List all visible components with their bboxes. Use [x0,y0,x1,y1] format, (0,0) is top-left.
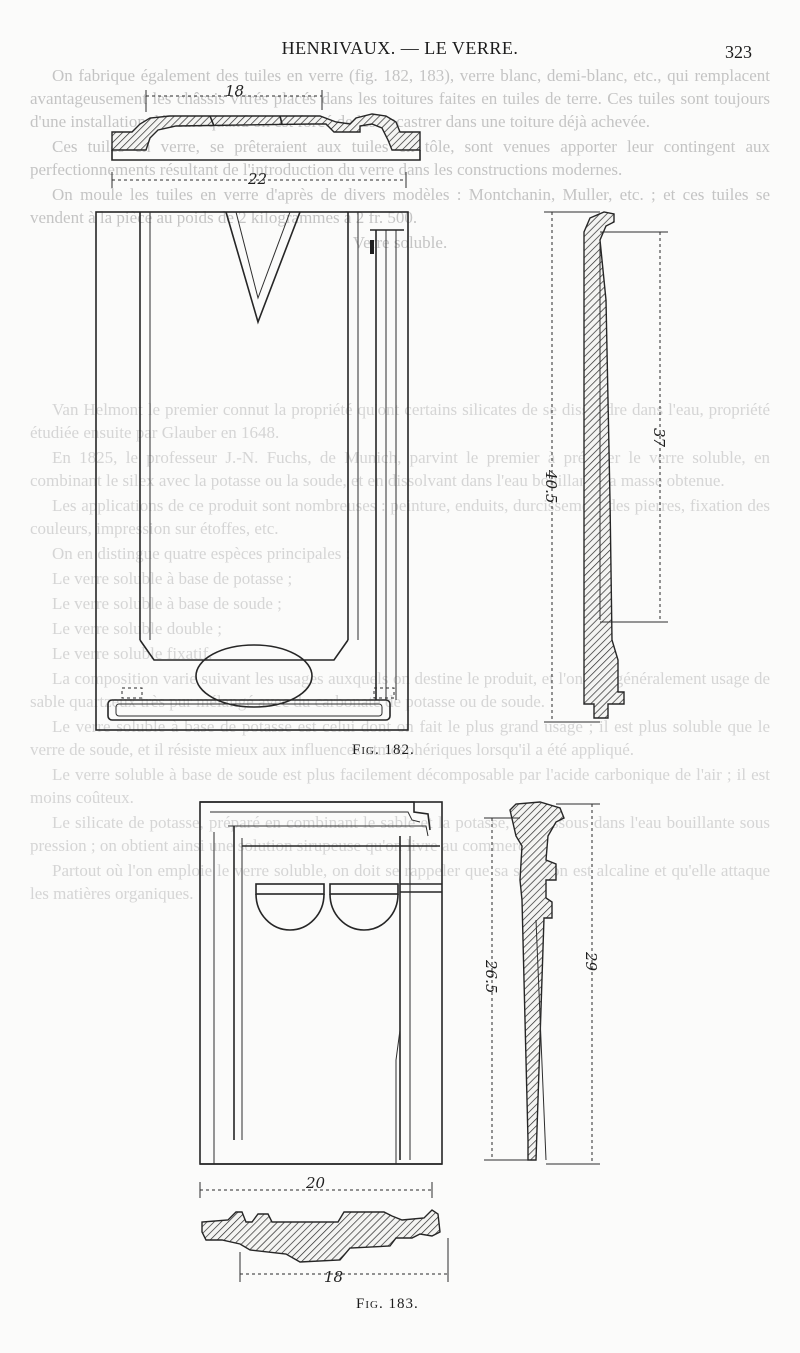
show-through-paragraph: Le verre soluble à base de potasse ; [52,569,293,588]
fig-183-dimension-base: 18 [239,1238,449,1286]
dimension-label: 26.5 [482,959,500,993]
fig-183-dimension-outer-height: 29 [546,803,600,1165]
show-through-paragraph: Le verre soluble double ; [52,619,222,638]
dimension-label: 37 [650,428,668,448]
figure-caption-182: Fig. 182. [352,742,415,758]
fig-183-bottom-section [201,1209,441,1263]
dimension-label: 40.5 [542,469,560,503]
show-through-paragraph: On en distingue quatre espèces principal… [52,544,351,563]
fig-182-dimension-inner-height: 37 [600,231,668,623]
show-through-paragraph: Le verre soluble à base de soude est plu… [30,765,770,807]
dimension-label: 22 [247,170,267,188]
figure-caption-183: Fig. 183. [356,1296,419,1312]
page-number: 323 [725,42,752,62]
running-title: HENRIVAUX. — LE VERRE. [281,38,519,58]
fig-183-plan-view [199,801,443,1165]
fig-182-top-section [111,113,421,161]
fig-182-drawing: 18 22 [95,82,668,731]
fig-183-side-profile [509,801,565,1161]
fig-183-drawing: 26.5 29 20 [199,801,600,1286]
fig-182-dimension-width: 22 [111,170,407,188]
show-through-paragraph: Le verre soluble fixatif. [52,644,213,663]
fig-183-dimension-width: 20 [199,1174,433,1198]
fig-182-dimension-top: 18 [145,82,323,112]
page-header: HENRIVAUX. — LE VERRE. 323 [0,38,800,66]
show-through-paragraph: Le verre soluble à base de soude ; [52,594,282,613]
fig-182-plan-view [95,211,409,731]
fig-182-dimension-height: 40.5 [542,211,600,723]
dimension-label: 29 [582,951,600,972]
dimension-label: 18 [324,1268,343,1286]
fig-183-dimension-height: 26.5 [482,817,530,1161]
fig-182-side-profile [583,211,625,719]
show-through-paragraph: Partout où l'on emploie le verre soluble… [30,861,770,903]
dimension-label: 18 [225,82,244,100]
dimension-label: 20 [305,1174,326,1192]
